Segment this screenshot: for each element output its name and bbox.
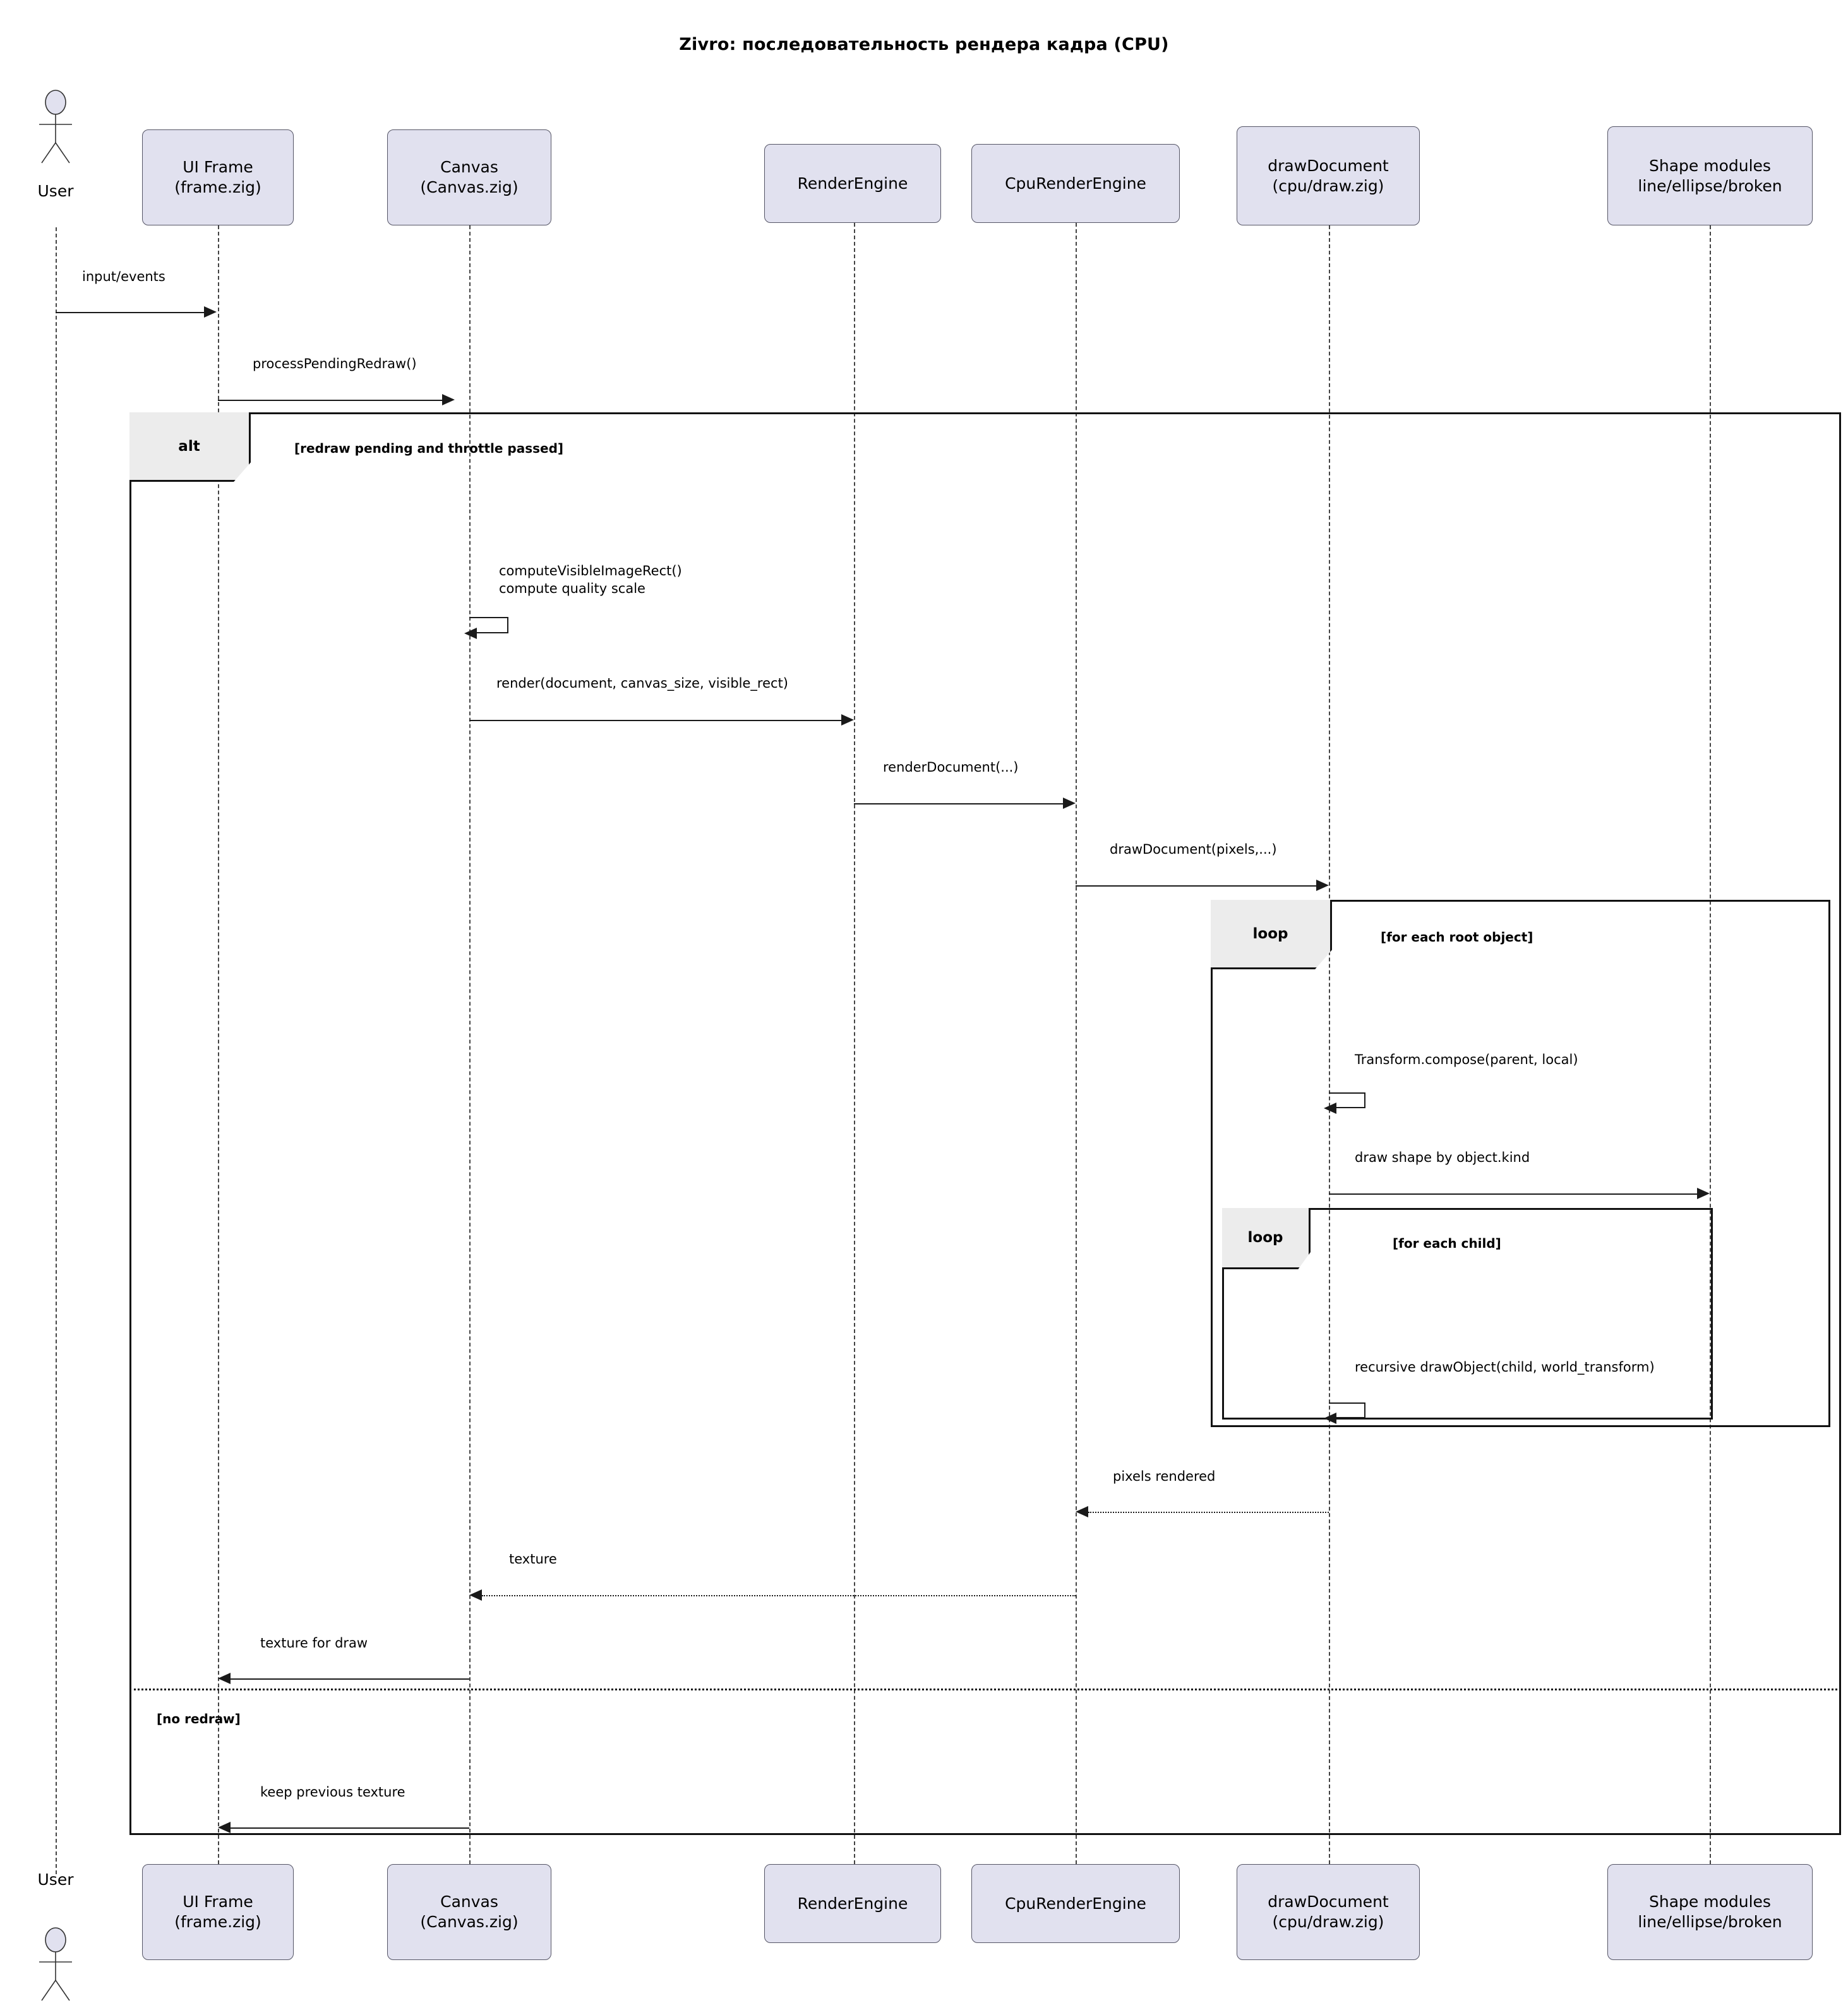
message-arrow-process-pending-redraw — [442, 394, 455, 405]
page-title: Zivro: последовательность рендера кадра … — [679, 35, 1169, 54]
fragment-loop-root-object-label: loop — [1211, 900, 1332, 969]
message-label-render-document: renderDocument(...) — [883, 760, 1019, 775]
participant-canvas-top[interactable]: Canvas (Canvas.zig) — [387, 129, 551, 225]
actor-label-top: User — [37, 182, 74, 200]
lifeline-drawdocument — [1329, 225, 1330, 1864]
fragment-alt-redraw — [129, 412, 1841, 1835]
participant-shape-modules-bottom[interactable]: Shape modules line/ellipse/broken — [1607, 1864, 1813, 1960]
actor-user-top — [24, 88, 87, 164]
message-self-box-compute-visible-image-rect — [469, 617, 508, 633]
message-arrow-keep-previous-texture — [218, 1822, 231, 1833]
message-label-compute-visible-image-rect: computeVisibleImageRect() compute qualit… — [499, 563, 682, 596]
fragment-alt-condition-1: [redraw pending and throttle passed] — [294, 441, 564, 456]
participant-ui-frame-bottom[interactable]: UI Frame (frame.zig) — [142, 1864, 294, 1960]
participant-drawdocument-bottom[interactable]: drawDocument (cpu/draw.zig) — [1237, 1864, 1420, 1960]
message-line-keep-previous-texture — [231, 1827, 469, 1829]
message-label-transform-compose: Transform.compose(parent, local) — [1355, 1052, 1578, 1067]
fragment-loop-child-label: loop — [1222, 1208, 1311, 1269]
lifeline-shape-modules — [1710, 225, 1711, 1864]
lifeline-user — [56, 227, 57, 1874]
lifeline-ui-frame — [218, 225, 219, 1864]
participant-drawdocument-top[interactable]: drawDocument (cpu/draw.zig) — [1237, 126, 1420, 225]
message-line-render-document — [854, 803, 1063, 804]
message-line-draw-document — [1076, 885, 1316, 887]
message-self-box-transform-compose — [1329, 1092, 1365, 1108]
message-arrow-texture-for-draw — [218, 1673, 231, 1684]
message-arrow-render — [841, 714, 854, 726]
message-arrow-recursive-draw-object — [1324, 1413, 1336, 1424]
message-label-texture-for-draw: texture for draw — [260, 1635, 368, 1651]
actor-stick-figure-icon — [39, 1927, 72, 2001]
message-self-box-recursive-draw-object — [1329, 1402, 1365, 1418]
message-label-draw-document: drawDocument(pixels,...) — [1110, 842, 1277, 857]
participant-cpurenderengine-top[interactable]: CpuRenderEngine — [971, 144, 1180, 223]
message-label-pixels-rendered: pixels rendered — [1113, 1469, 1216, 1484]
message-arrow-pixels-rendered — [1076, 1506, 1088, 1517]
message-label-keep-previous-texture: keep previous texture — [260, 1785, 405, 1800]
participant-renderengine-bottom[interactable]: RenderEngine — [764, 1864, 941, 1943]
participant-renderengine-top[interactable]: RenderEngine — [764, 144, 941, 223]
message-label-input-events: input/events — [82, 269, 165, 284]
message-line-texture-for-draw — [231, 1678, 469, 1680]
fragment-loop-child — [1222, 1208, 1713, 1420]
actor-label-bottom: User — [37, 1870, 74, 1889]
message-line-texture — [482, 1595, 1076, 1596]
actor-stick-figure-icon — [39, 90, 72, 164]
participant-ui-frame-top[interactable]: UI Frame (frame.zig) — [142, 129, 294, 225]
message-arrow-draw-shape — [1697, 1188, 1710, 1199]
fragment-loop-child-condition: [for each child] — [1393, 1236, 1501, 1251]
lifeline-canvas — [469, 225, 471, 1864]
fragment-alt-condition-2: [no redraw] — [157, 1711, 241, 1726]
message-arrow-transform-compose — [1324, 1103, 1336, 1114]
message-line-pixels-rendered — [1088, 1512, 1329, 1513]
message-arrow-compute-visible-image-rect — [464, 628, 477, 639]
participant-shape-modules-top[interactable]: Shape modules line/ellipse/broken — [1607, 126, 1813, 225]
message-line-render — [469, 720, 841, 721]
participant-canvas-bottom[interactable]: Canvas (Canvas.zig) — [387, 1864, 551, 1960]
message-label-process-pending-redraw: processPendingRedraw() — [253, 356, 417, 371]
fragment-loop-root-object-condition: [for each root object] — [1381, 930, 1533, 945]
participant-cpurenderengine-bottom[interactable]: CpuRenderEngine — [971, 1864, 1180, 1943]
message-line-input-events — [56, 312, 204, 313]
message-label-recursive-draw-object: recursive drawObject(child, world_transf… — [1355, 1360, 1655, 1375]
message-arrow-texture — [469, 1589, 482, 1601]
fragment-alt-divider — [129, 1689, 1841, 1690]
fragment-loop-root-object — [1211, 900, 1830, 1427]
message-arrow-draw-document — [1316, 880, 1329, 891]
message-label-render: render(document, canvas_size, visible_re… — [496, 676, 788, 691]
message-arrow-input-events — [204, 306, 217, 318]
message-line-process-pending-redraw — [218, 400, 442, 401]
actor-user-bottom — [24, 1926, 87, 2002]
message-line-draw-shape — [1329, 1193, 1697, 1195]
lifeline-cpurenderengine — [1076, 223, 1077, 1864]
message-label-draw-shape: draw shape by object.kind — [1355, 1150, 1530, 1165]
lifeline-renderengine — [854, 223, 855, 1864]
fragment-alt-label: alt — [129, 412, 251, 482]
message-label-texture: texture — [509, 1552, 557, 1567]
message-arrow-render-document — [1063, 798, 1076, 809]
